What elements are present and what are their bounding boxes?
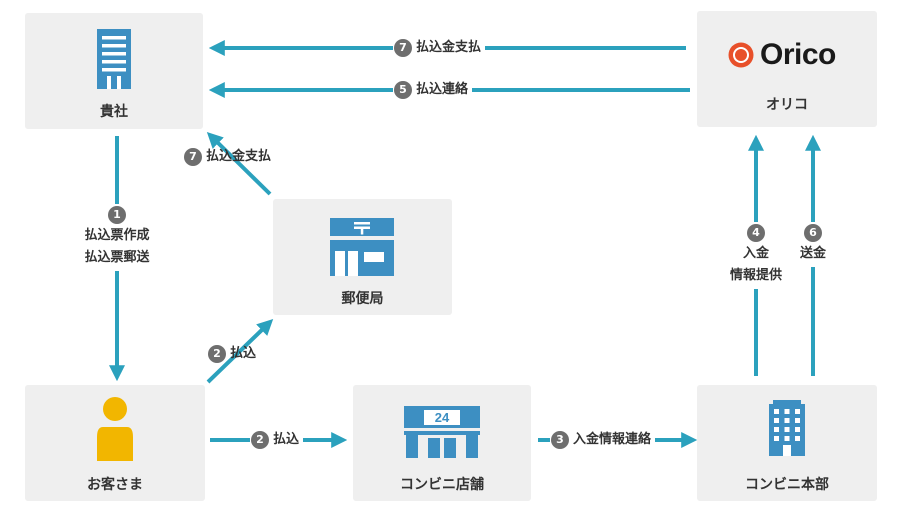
step-badge: 3 bbox=[551, 431, 569, 449]
step-text-line1: 入金 bbox=[742, 246, 769, 261]
step-text-line2: 払込票郵送 bbox=[84, 250, 150, 265]
node-customer-label: お客さま bbox=[87, 477, 143, 493]
node-convenience-store: 24 コンビニ店舗 bbox=[353, 385, 531, 501]
orico-circle-icon bbox=[728, 42, 754, 68]
step-text: 払込 bbox=[230, 346, 257, 361]
store-sign-number: 24 bbox=[435, 410, 450, 425]
step-text: 払込連絡 bbox=[416, 82, 469, 97]
step-text: 払込 bbox=[273, 432, 300, 447]
step-text: 払込金支払 bbox=[206, 149, 272, 164]
node-cvs-hq: コンビニ本部 bbox=[697, 385, 877, 501]
step-text: 払込金支払 bbox=[416, 40, 482, 55]
node-cvs-hq-label: コンビニ本部 bbox=[745, 477, 829, 493]
step-7-payment-top: 7 払込金支払 bbox=[393, 39, 486, 57]
office-building-icon bbox=[97, 29, 131, 89]
step-4-deposit-info-provide: 4 入金 情報提供 bbox=[720, 222, 792, 289]
node-post-office: 郵便局 bbox=[273, 199, 452, 315]
step-badge: 2 bbox=[208, 345, 226, 363]
step-text-line1: 払込票作成 bbox=[84, 228, 150, 243]
node-orico-label: オリコ bbox=[766, 97, 808, 113]
arrow-customer-to-post bbox=[206, 318, 274, 384]
step-7-payment-post: 7 払込金支払 bbox=[183, 148, 275, 166]
convenience-store-icon: 24 bbox=[404, 406, 480, 458]
step-3-deposit-info: 3 入金情報連絡 bbox=[550, 431, 656, 449]
node-kisha-label: 貴社 bbox=[100, 104, 128, 120]
person-icon bbox=[97, 397, 133, 461]
arrow-post-to-kisha bbox=[206, 131, 272, 196]
step-badge: 7 bbox=[394, 39, 412, 57]
step-6-remit: 6 送金 bbox=[793, 222, 833, 267]
orico-logo: Orico bbox=[728, 38, 836, 72]
step-badge: 7 bbox=[184, 148, 202, 166]
post-office-icon bbox=[330, 218, 394, 276]
orico-logo-text: Orico bbox=[760, 38, 836, 71]
step-text: 送金 bbox=[799, 246, 826, 261]
step-text: 入金情報連絡 bbox=[573, 432, 652, 447]
step-badge: 2 bbox=[251, 431, 269, 449]
node-convenience-store-label: コンビニ店舗 bbox=[400, 477, 484, 493]
node-kisha: 貴社 bbox=[25, 13, 203, 129]
step-1-create-send: 1 払込票作成 払込票郵送 bbox=[70, 204, 164, 271]
step-badge: 5 bbox=[394, 81, 412, 99]
step-2-pay-store: 2 払込 bbox=[250, 431, 304, 449]
step-badge: 1 bbox=[108, 206, 126, 224]
step-text-line2: 情報提供 bbox=[729, 268, 782, 283]
node-orico bbox=[697, 11, 877, 127]
node-post-office-label: 郵便局 bbox=[341, 291, 384, 307]
headquarters-building-icon bbox=[769, 400, 805, 456]
step-5-notice: 5 払込連絡 bbox=[393, 81, 473, 99]
step-badge: 4 bbox=[747, 224, 765, 242]
step-badge: 6 bbox=[804, 224, 822, 242]
node-customer: お客さま bbox=[25, 385, 205, 501]
step-2-pay-post: 2 払込 bbox=[207, 345, 260, 363]
